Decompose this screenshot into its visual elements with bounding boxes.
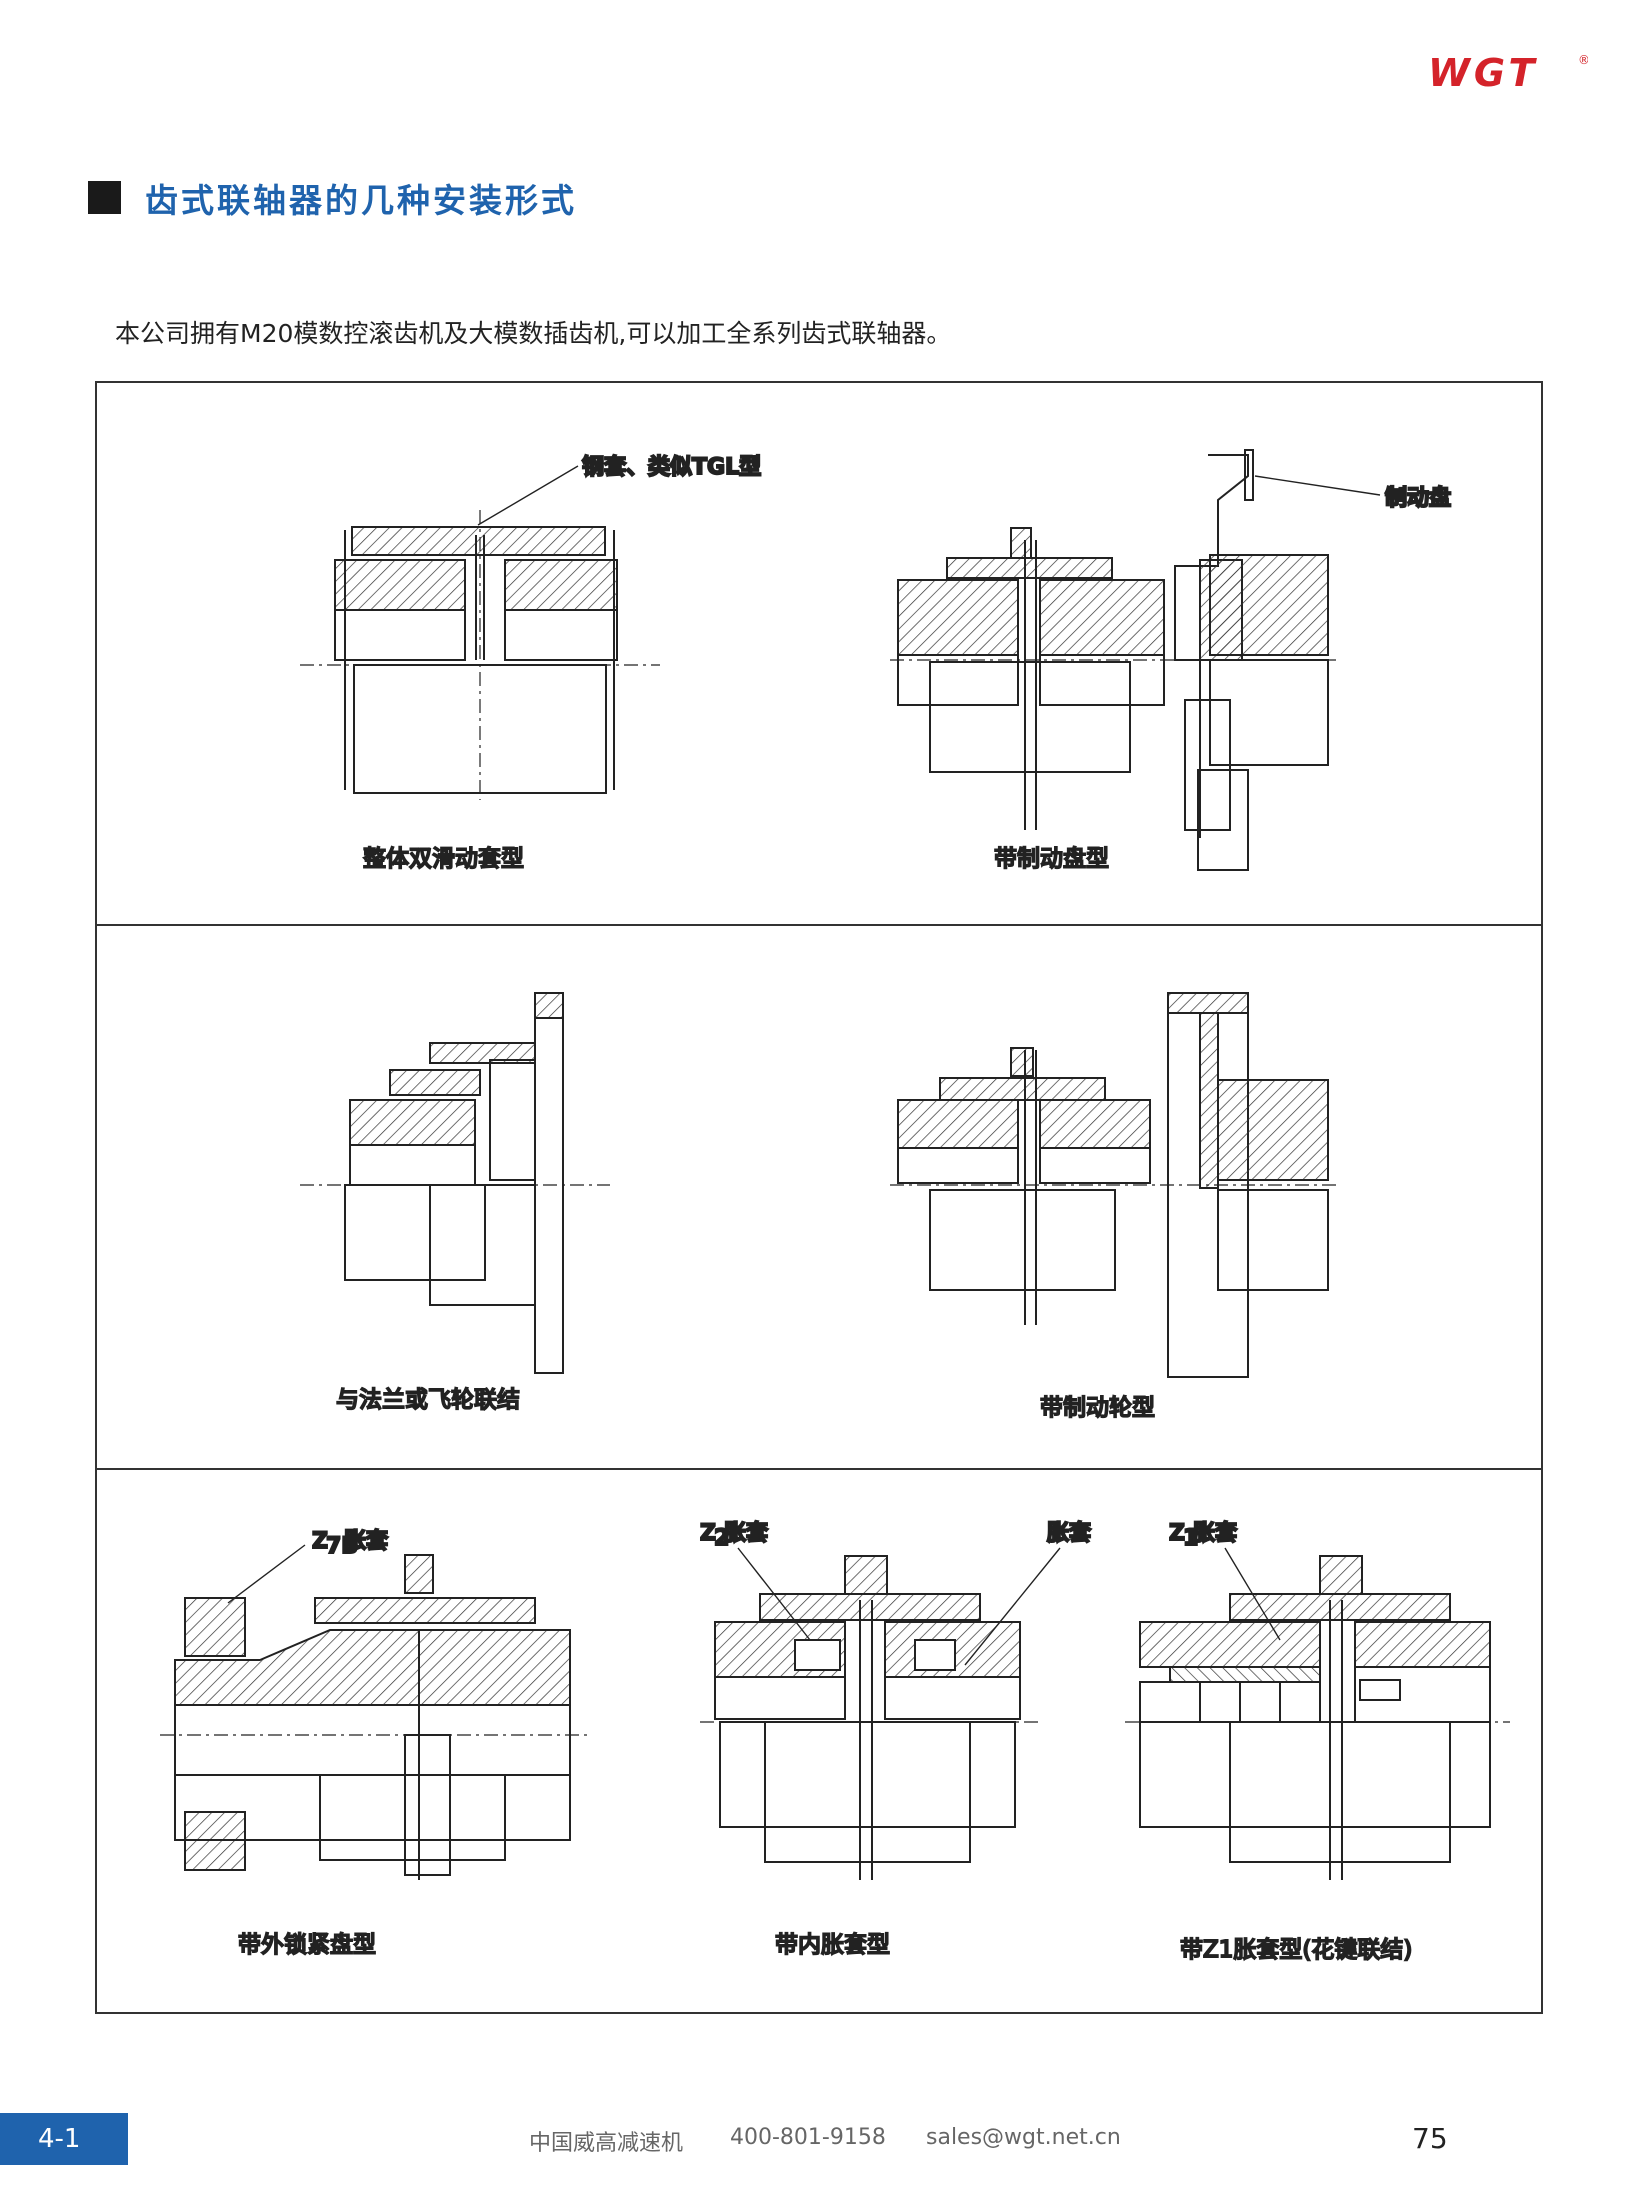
diagram-z1-expansion-sleeve-spline [1125,1547,1510,1880]
caption-d2: 带制动盘型 [994,846,1109,872]
logo-text: WGT [1428,52,1538,92]
row-divider-1 [95,924,1543,926]
callout-z1-sub: 1 [1183,1526,1198,1551]
callout-z7b-main: Z [312,1529,328,1554]
caption-d4: 带制动轮型 [1040,1395,1155,1421]
diagram-flange-or-flywheel [300,992,610,1374]
callout-expansion-sleeve: 胀套 [1047,1520,1091,1546]
diagram-with-brake-wheel [890,992,1340,1378]
callout-z2-sub: 2 [714,1526,729,1551]
callout-steel-sleeve: 钢套、类似TGL型 [582,454,761,480]
callout-z2-main: Z [700,1521,716,1546]
chapter-tab: 4-1 [0,2113,128,2165]
caption-d7: 带Z1胀套型(花键联结) [1180,1937,1412,1963]
section-bullet-square [88,181,121,214]
diagram-internal-expansion-sleeve [700,1547,1061,1880]
intro-text: 本公司拥有M20模数控滚齿机及大模数插齿机,可以加工全系列齿式联轴器。 [115,319,952,348]
wgt-logo: WGT ® [1428,52,1588,92]
row-divider-2 [95,1468,1543,1470]
caption-d6: 带内胀套型 [775,1932,890,1958]
callout-z1-suffix: 胀套 [1193,1520,1237,1546]
section-title: 齿式联轴器的几种安装形式 [145,181,577,220]
callout-z7b-sub: 7B [326,1534,358,1559]
diagram-with-brake-disc [890,449,1381,871]
caption-d1: 整体双滑动套型 [363,846,524,872]
logo-reg-mark: ® [1578,53,1588,67]
diagram-external-locking-disc [160,1544,590,1880]
footer-email[interactable]: sales@wgt.net.cn [926,2125,1121,2150]
footer-company: 中国威高减速机 [529,2131,684,2156]
callout-z1-main: Z [1169,1521,1185,1546]
callout-z7b-suffix: 胀套 [344,1528,388,1554]
page-number: 75 [1412,2122,1448,2155]
callout-brake-disc: 制动盘 [1385,485,1451,511]
caption-d3: 与法兰或飞轮联结 [336,1387,520,1413]
callout-z2-suffix: 胀套 [724,1520,768,1546]
diagram-integral-double-sliding-sleeve [300,465,660,800]
caption-d5: 带外锁紧盘型 [238,1932,376,1958]
footer-phone[interactable]: 400-801-9158 [730,2125,886,2150]
diagram-frame [95,381,1543,2014]
